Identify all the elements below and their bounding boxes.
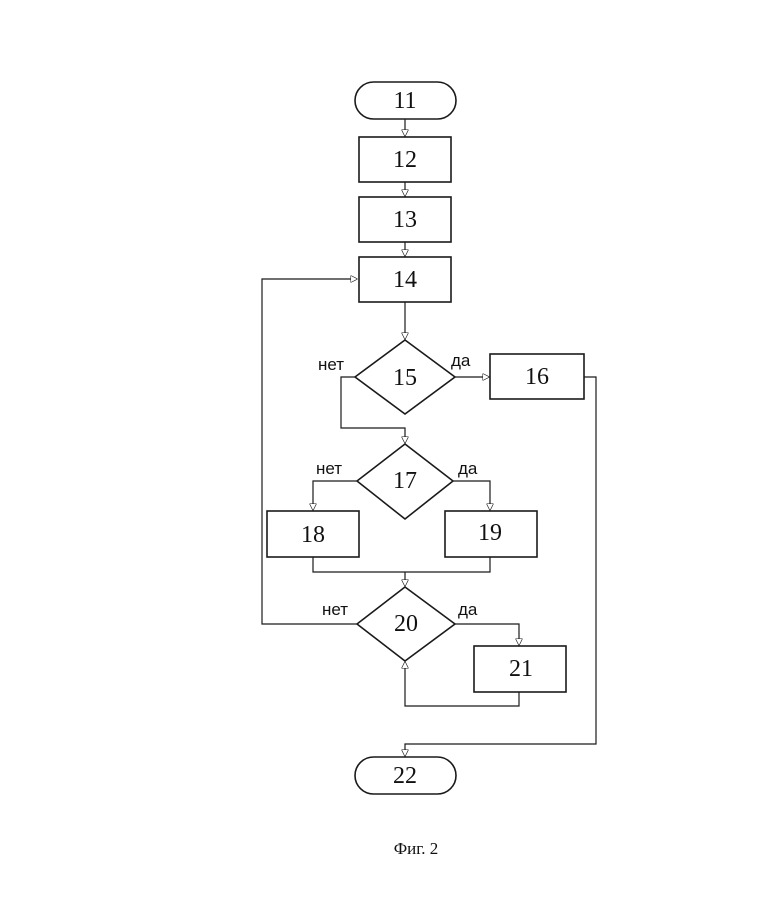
block-17-label: 17 — [393, 468, 417, 494]
block-19: 19 — [445, 511, 537, 557]
block-15: 15 — [355, 340, 455, 414]
block-20: 20 — [357, 587, 455, 661]
branch-label-15-no: нет — [318, 355, 344, 374]
branch-label-20-no: нет — [322, 600, 348, 619]
block-11-label: 11 — [393, 88, 416, 114]
connector-20-yes-21 — [455, 624, 519, 645]
block-16: 16 — [490, 354, 584, 399]
block-20-label: 20 — [394, 611, 418, 637]
block-13: 13 — [359, 197, 451, 242]
figure-caption: Фиг. 2 — [394, 839, 439, 858]
block-12: 12 — [359, 137, 451, 182]
connector-17-no-18 — [313, 481, 357, 510]
block-22-label: 22 — [393, 763, 417, 789]
block-14-label: 14 — [393, 267, 417, 293]
block-12-label: 12 — [393, 147, 417, 173]
block-19-label: 19 — [478, 520, 502, 546]
block-15-label: 15 — [393, 365, 417, 391]
block-21: 21 — [474, 646, 566, 692]
block-14: 14 — [359, 257, 451, 302]
block-18: 18 — [267, 511, 359, 557]
block-22: 22 — [355, 757, 456, 794]
branch-label-17-yes: да — [458, 459, 478, 478]
branch-label-17-no: нет — [316, 459, 342, 478]
branch-label-20-yes: да — [458, 600, 478, 619]
block-21-label: 21 — [509, 656, 533, 682]
connector-17-yes-19 — [453, 481, 490, 510]
branch-label-15-yes: да — [451, 351, 471, 370]
block-16-label: 16 — [525, 364, 549, 390]
connector-merge-18-19 — [313, 557, 490, 572]
block-18-label: 18 — [301, 522, 325, 548]
block-13-label: 13 — [393, 207, 417, 233]
block-17: 17 — [357, 444, 453, 519]
block-11: 11 — [355, 82, 456, 119]
connector-16-22 — [405, 377, 596, 756]
